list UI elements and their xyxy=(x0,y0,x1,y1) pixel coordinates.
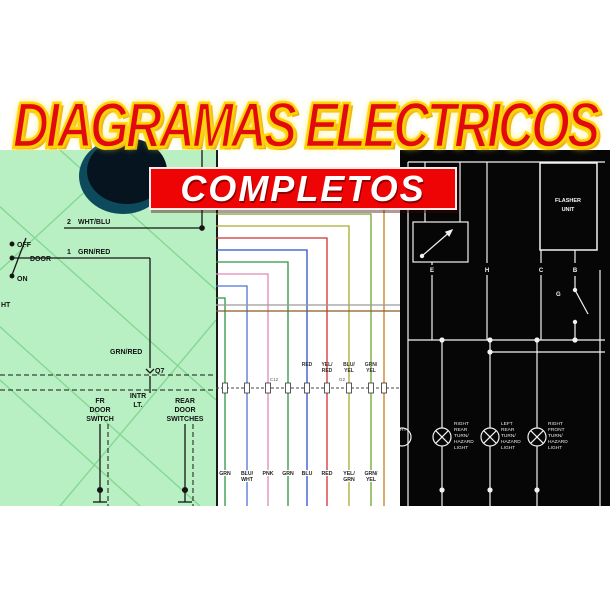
subtitle-text: COMPLETOS xyxy=(180,167,426,209)
lamp-label: LIGHT xyxy=(548,445,562,451)
colored-wires xyxy=(216,207,400,506)
lamp-label: LEFT xyxy=(501,421,513,427)
rear-door-switches-label: REAR xyxy=(175,398,195,405)
wire-color-label: RED xyxy=(302,362,313,368)
wire xyxy=(216,297,226,506)
terminal-c-label: C xyxy=(539,268,544,274)
wire-color-label: RED xyxy=(322,368,333,374)
wire-color-label: YEL/ xyxy=(343,471,355,477)
wire xyxy=(216,249,308,506)
circuit-lines xyxy=(400,161,605,506)
lamp-label: HAZARD xyxy=(454,439,474,445)
lamp-label: LIGHT xyxy=(454,445,468,451)
pin2-number: 2 xyxy=(67,219,71,226)
dark-core xyxy=(87,138,167,204)
wire-color-label: RED xyxy=(322,471,333,477)
wire xyxy=(216,261,289,506)
subtitle-banner: COMPLETOS xyxy=(149,167,457,210)
dark-photo-fragment xyxy=(79,138,167,214)
lamp-label: REAR xyxy=(454,427,468,433)
wire-color-label: BLU/ xyxy=(241,471,254,477)
wire-color-label: YEL xyxy=(344,368,354,374)
flasher-unit-label: UNIT xyxy=(562,207,575,213)
terminal-e-label: E xyxy=(430,268,434,274)
wire-color-label: YEL xyxy=(366,477,377,483)
poster-title: DIAGRAMAS ELECTRICOS xyxy=(12,88,601,162)
turn-hazard-circuit-diagram: FLASHER UNIT E H C B G HT RIGHT REAR TUR… xyxy=(400,161,605,506)
wire xyxy=(216,225,350,506)
clipped-lamp-label: HT xyxy=(400,427,406,433)
dashed-boundary-lines xyxy=(0,374,216,506)
pin2-wire-label: WHT/BLU xyxy=(78,219,110,226)
wire xyxy=(216,237,328,506)
switch-on-label: ON xyxy=(17,276,28,283)
switch-off-label: OFF xyxy=(17,242,32,249)
lamp-label: LIGHT xyxy=(501,445,515,451)
grn-red-wire-label: GRN/RED xyxy=(110,349,142,356)
intr-lt-label: LT. xyxy=(133,402,142,409)
wire xyxy=(216,213,372,506)
fr-door-switch-label: SWITCH xyxy=(86,416,114,423)
lamp-label: HAZARD xyxy=(501,439,521,445)
connector-id-label: G2 xyxy=(339,377,346,382)
lamp-label: TURN/ xyxy=(454,433,469,439)
connector-q7-label: Q7 xyxy=(155,368,164,375)
clipped-light-label: HT xyxy=(1,302,11,309)
fr-door-switch-label: DOOR xyxy=(90,407,111,414)
terminal-b-label: B xyxy=(573,268,578,274)
wire-color-label: WHT xyxy=(241,477,254,483)
terminal-h-label: H xyxy=(485,268,489,274)
wire-color-label: BLU xyxy=(302,471,313,477)
rear-door-switches-label: SWITCHES xyxy=(167,416,204,423)
pin1-wire-label: GRN/RED xyxy=(78,249,110,256)
flasher-unit-label: FLASHER xyxy=(555,198,581,204)
wire-color-label: BLU/ xyxy=(343,362,355,368)
connector-pins xyxy=(222,382,387,394)
connector-id-label: C12 xyxy=(270,377,279,382)
rear-door-switches-label: DOOR xyxy=(175,407,196,414)
wire xyxy=(216,207,385,506)
fr-door-switch-label: FR xyxy=(95,398,104,405)
intr-lt-label: INTR xyxy=(130,393,146,400)
lamp-label: RIGHT xyxy=(548,421,563,427)
wire-color-label: GRN xyxy=(343,477,355,483)
wire-color-label: YEL xyxy=(366,368,376,374)
wire-color-label: YEL/ xyxy=(321,362,333,368)
lamp-label: REAR xyxy=(501,427,515,433)
lamp-label: FRONT xyxy=(548,427,565,433)
wiring-lines xyxy=(9,150,205,503)
lamp-label: TURN/ xyxy=(548,433,563,439)
wire-color-label: GRN xyxy=(282,471,294,477)
wire xyxy=(216,285,248,506)
terminal-g-label: G xyxy=(556,292,561,298)
wire-harness-diagram: RED YEL/ RED BLU/ YEL GRN/ YEL C12 G2 GR… xyxy=(216,150,400,506)
switch-door-label: DOOR xyxy=(30,256,51,263)
wire-color-label: GRN/ xyxy=(365,471,379,477)
wire-color-label: GRN xyxy=(219,471,231,477)
wire-color-label: GRN/ xyxy=(365,362,378,368)
wire xyxy=(216,273,269,506)
lamp-label: TURN/ xyxy=(501,433,516,439)
pin1-number: 1 xyxy=(67,249,71,256)
wire-color-label: PNK xyxy=(263,471,274,477)
lamp-label: HAZARD xyxy=(548,439,568,445)
lamp-label: RIGHT xyxy=(454,421,469,427)
